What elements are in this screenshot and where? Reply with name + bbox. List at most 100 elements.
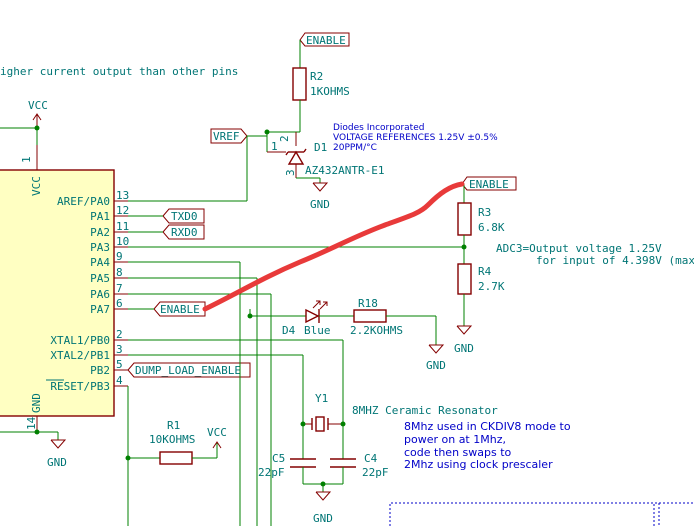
gnd-symbol-d1: GND [310, 182, 330, 211]
y1-desc: 8MHZ Ceramic Resonator [352, 404, 498, 417]
r2-resistor [292, 67, 307, 101]
c4-capacitor [330, 458, 356, 468]
vcc-pin-name: VCC [30, 176, 43, 196]
dashed-region-right [653, 502, 694, 526]
r3-ref: R3 [478, 206, 491, 219]
pin-num-8: 8 [116, 266, 123, 279]
pin-name-pb2: PB2 [90, 364, 110, 377]
d1-pin2: 2 [278, 135, 291, 142]
net-label-enable-pa7: ENABLE [153, 301, 206, 317]
gnd-caps-label: GND [313, 512, 333, 525]
d1-desc-2: VOLTAGE REFERENCES 1.25V ±0.5% [333, 133, 498, 143]
d1-pin1: 1 [271, 140, 278, 153]
d1-pin3: 3 [284, 169, 297, 176]
gnd-d1-label: GND [310, 198, 330, 211]
osc-note-2: power on at 1Mhz, [404, 433, 506, 446]
r18-resistor [353, 309, 387, 323]
red-highlight-wire [202, 181, 465, 312]
gnd-symbol-left: GND [47, 439, 67, 469]
pin-num-4: 4 [116, 374, 123, 387]
vcc-r1-label: VCC [207, 426, 227, 439]
pin-name-pa6: PA6 [90, 288, 110, 301]
gnd-symbol-caps: GND [313, 491, 333, 525]
net-label-enable-right: ENABLE [461, 176, 517, 191]
osc-note-4: 2Mhz using clock prescaler [404, 458, 553, 471]
vcc-symbol-r1: VCC [207, 426, 227, 449]
d4-led [305, 300, 328, 324]
d4-ref: D4 [282, 324, 296, 337]
mcu-body [0, 169, 115, 417]
r18-value: 2.2KOHMS [350, 324, 403, 337]
c5-ref: C5 [272, 452, 285, 465]
d1-ref: D1 [314, 141, 327, 154]
pin-num-9: 9 [116, 250, 123, 263]
gnd-symbol-r4: GND [454, 325, 474, 355]
r1-resistor [159, 451, 193, 465]
gnd-led-label: GND [426, 359, 446, 372]
pin-num-2: 2 [116, 328, 123, 341]
r2-value: 1KOHMS [310, 85, 350, 98]
d1-desc-3: 20PPM/°C [333, 143, 377, 153]
d1-value: AZ432ANTR-E1 [305, 164, 384, 177]
r1-value: 10KOHMS [149, 433, 195, 446]
note-top: igher current output than other pins [0, 65, 238, 78]
net-label-vref: VREF [210, 128, 248, 144]
r1-ref: R1 [167, 419, 180, 432]
pin-name-pb3: RESET/PB3 [50, 380, 110, 393]
r3-value: 6.8K [478, 221, 505, 234]
adc-note-1: ADC3=Output voltage 1.25V [496, 242, 662, 255]
pin-num-7: 7 [116, 282, 123, 295]
svg-text:ENABLE: ENABLE [306, 34, 346, 47]
gnd-left-label: GND [47, 456, 67, 469]
pin-name-pb0: XTAL1/PB0 [50, 334, 110, 347]
svg-text:ENABLE: ENABLE [469, 178, 509, 191]
osc-note-3: code then swaps to [404, 446, 512, 459]
mcu-right-pins: AREF/PA0 PA1 PA2 PA3 PA4 PA5 PA6 PA7 XTA… [46, 189, 129, 393]
r4-value: 2.7K [478, 280, 505, 293]
c4-ref: C4 [364, 452, 378, 465]
d1-desc-1: Diodes Incorporated [333, 123, 424, 133]
gnd-pin-name: GND [30, 393, 43, 413]
y1-resonator [303, 416, 343, 432]
pin-num-5: 5 [116, 358, 123, 371]
pin-name-pa7: PA7 [90, 303, 110, 316]
osc-note-1: 8Mhz used in CKDIV8 mode to [404, 420, 571, 433]
dashed-region-left [389, 502, 654, 526]
r4-resistor [457, 263, 472, 295]
net-label-rxd0: RXD0 [162, 224, 205, 240]
adc-note-2: for input of 4.398V (max) [536, 254, 694, 267]
r18-ref: R18 [358, 297, 378, 310]
pin-num-13: 13 [116, 189, 129, 202]
pin-name-aref: AREF/PA0 [57, 195, 110, 208]
svg-text:TXD0: TXD0 [171, 210, 198, 223]
pin-num-6: 6 [116, 297, 123, 310]
gnd-pin-num: 14 [25, 416, 38, 430]
svg-text:DUMP_LOAD_ENABLE: DUMP_LOAD_ENABLE [135, 364, 241, 377]
pin-name-pb1: XTAL2/PB1 [50, 349, 110, 362]
microcontroller: 1 VCC GND 14 AREF/PA0 PA1 PA2 PA3 PA4 PA… [0, 145, 129, 432]
d4-value: Blue [304, 324, 331, 337]
y1-ref: Y1 [315, 392, 328, 405]
svg-text:VREF: VREF [213, 130, 240, 143]
svg-text:ENABLE: ENABLE [160, 303, 200, 316]
pin-num-10: 10 [116, 235, 129, 248]
vcc-top-label: VCC [28, 99, 48, 112]
pin-num-12: 12 [116, 204, 129, 217]
net-label-txd0: TXD0 [162, 208, 205, 224]
pin-name-pa3: PA3 [90, 241, 110, 254]
pin-name-pa4: PA4 [90, 256, 110, 269]
vcc-symbol-top: VCC [28, 99, 48, 128]
pin-name-pa1: PA1 [90, 210, 110, 223]
r3-resistor [457, 202, 472, 236]
pin-num-11: 11 [116, 220, 129, 233]
gnd-r4-label: GND [454, 342, 474, 355]
pin-name-pa2: PA2 [90, 226, 110, 239]
pin-name-pa5: PA5 [90, 272, 110, 285]
c5-value: 22pF [258, 466, 285, 479]
pin-num-3: 3 [116, 343, 123, 356]
c4-value: 22pF [362, 466, 389, 479]
vcc-pin-num: 1 [20, 156, 33, 163]
r2-ref: R2 [310, 70, 323, 83]
c5-capacitor [290, 458, 316, 468]
